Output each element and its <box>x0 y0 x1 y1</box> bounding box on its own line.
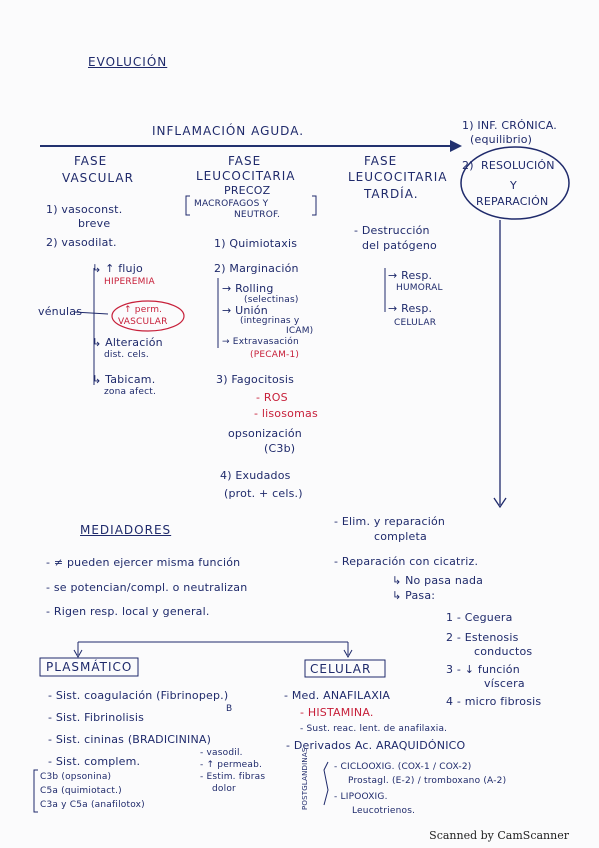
tardia-head-3: TARDÍA. <box>364 187 419 201</box>
resolution-label: RESOLUCIÓN <box>481 159 555 172</box>
res-line-4: ↳ No pasa nada <box>392 574 484 587</box>
neutrof: NEUTROF. <box>234 210 281 220</box>
plasm-line-4: - Sist. complem. <box>48 755 141 768</box>
quimiotaxis: 1) Quimiotaxis <box>214 237 298 250</box>
resolution-num: 2) <box>462 159 474 172</box>
fagocitosis: 3) Fagocitosis <box>216 373 295 386</box>
c3b: (C3b) <box>264 442 296 455</box>
destruccion: - Destrucción <box>354 224 430 237</box>
mediadores-line-2: - se potencian/compl. o neutralizan <box>46 581 248 594</box>
macrofagos: MACROFAGOS Y <box>194 199 269 209</box>
plasm-line-2: - Sist. Fibrinolisis <box>48 711 145 724</box>
res-p2b: conductos <box>474 645 533 658</box>
rolling: → Rolling <box>222 282 274 295</box>
precoz-head-3: PRECOZ <box>224 184 271 197</box>
cel-line-3: - Sust. reac. lent. de anafilaxia. <box>300 724 448 734</box>
extravasacion: → Extravasación <box>222 337 299 347</box>
plasm-line-3: - Sist. cininas (BRADICININA) <box>48 733 212 746</box>
tardia-head-1: FASE <box>364 154 398 168</box>
cel-postglandinas: POSTGLANDINAS <box>301 747 309 810</box>
res-line-1: - Elim. y reparación <box>334 515 446 528</box>
resp-celular: → Resp. <box>388 302 433 315</box>
marginacion: 2) Marginación <box>214 262 299 275</box>
plasm-line-1: - Sist. coagulación (Fibrinopep.) <box>48 689 229 702</box>
opsonizacion: opsonización <box>228 427 302 440</box>
resolution-y: Y <box>510 179 517 192</box>
chronic-equilibrium: (equilibrio) <box>470 133 533 146</box>
vasoconst: 1) vasoconst. <box>46 203 123 216</box>
pecam: (PECAM-1) <box>250 350 300 360</box>
mediadores-line-3: - Rigen resp. local y general. <box>46 605 210 618</box>
res-p2a: 2 - Estenosis <box>446 631 519 644</box>
vasodilat: 2) vasodilat. <box>46 236 117 249</box>
plasm-v3: - Estim. fibras <box>200 772 266 782</box>
integrinas: (integrinas y <box>240 316 300 326</box>
flujo: ↳ ↑ flujo <box>92 262 143 275</box>
venulas: vénulas <box>38 305 83 318</box>
vascular-head-1: FASE <box>74 154 108 168</box>
tabicam: ↳ Tabicam. <box>92 373 156 386</box>
icam: ICAM) <box>286 326 314 336</box>
hiperemia: HIPEREMIA <box>104 277 155 287</box>
lisosomas: - lisosomas <box>254 407 318 420</box>
res-p4: 4 - micro fibrosis <box>446 695 542 708</box>
precoz-head-1: FASE <box>228 154 262 168</box>
zona-afect: zona afect. <box>104 387 157 397</box>
resp-humoral: → Resp. <box>388 269 433 282</box>
perm: ↑ perm. <box>124 305 163 315</box>
cel-c2: Prostagl. (E-2) / tromboxano (A-2) <box>348 776 507 786</box>
union: → Unión <box>222 304 268 317</box>
cel-c4: Leucotrienos. <box>352 806 416 816</box>
res-line-3: - Reparación con cicatriz. <box>334 555 479 568</box>
celular-title: CELULAR <box>310 662 372 676</box>
res-p3b: víscera <box>484 677 525 690</box>
res-p1: 1 - Ceguera <box>446 611 513 624</box>
exudados: 4) Exudados <box>220 469 291 482</box>
plasm-c1: C3b (opsonina) <box>40 772 112 782</box>
patogeno: del patógeno <box>362 239 437 252</box>
res-line-2: completa <box>374 530 427 543</box>
vasoconst-breve: breve <box>78 217 111 230</box>
cel-c3: - LIPOOXIG. <box>334 792 388 802</box>
plasm-v4: dolor <box>212 784 236 794</box>
alteracion: ↳ Alteración <box>92 336 163 349</box>
plasm-v1: - vasodil. <box>200 748 243 758</box>
mediadores-line-1: - ≠ pueden ejercer misma función <box>46 556 241 569</box>
humoral: HUMORAL <box>396 283 443 293</box>
selectinas: (selectinas) <box>244 295 299 305</box>
dist-cels: dist. cels. <box>104 350 149 360</box>
vascular-head-2: VASCULAR <box>62 171 134 185</box>
res-p3a: 3 - ↓ función <box>446 663 520 676</box>
chronic-inflammation: 1) INF. CRÓNICA. <box>462 119 557 132</box>
plasm-c3: C3a y C5a (anafilotox) <box>40 800 145 810</box>
main-arrow-label: INFLAMACIÓN AGUDA. <box>152 124 305 138</box>
tardia-head-2: LEUCOCITARIA <box>348 170 448 184</box>
plasm-line-1b: B <box>226 704 233 714</box>
cel-c1: - CICLOOXIG. (COX-1 / COX-2) <box>334 762 472 772</box>
reparation-label: REPARACIÓN <box>476 195 549 208</box>
cel-line-4: - Derivados Ac. ARAQUIDÓNICO <box>286 739 466 752</box>
cel-line-1: - Med. ANAFILAXIA <box>284 689 391 702</box>
plasmatico-title: PLASMÁTICO <box>46 660 133 674</box>
precoz-head-2: LEUCOCITARIA <box>196 169 296 183</box>
page-title: EVOLUCIÓN <box>88 55 168 69</box>
res-line-5: ↳ Pasa: <box>392 589 436 602</box>
plasm-c2: C5a (quimiotact.) <box>40 786 122 796</box>
perm-vascular: VASCULAR <box>118 317 168 327</box>
mediadores-title: MEDIADORES <box>80 523 172 537</box>
ros: - ROS <box>256 391 288 404</box>
celular: CELULAR <box>394 318 437 328</box>
cel-line-2: - HISTAMINA. <box>300 706 374 719</box>
plasm-v2: - ↑ permeab. <box>200 760 263 770</box>
prot-cels: (prot. + cels.) <box>224 487 303 500</box>
footer-watermark: Scanned by CamScanner <box>429 829 569 842</box>
